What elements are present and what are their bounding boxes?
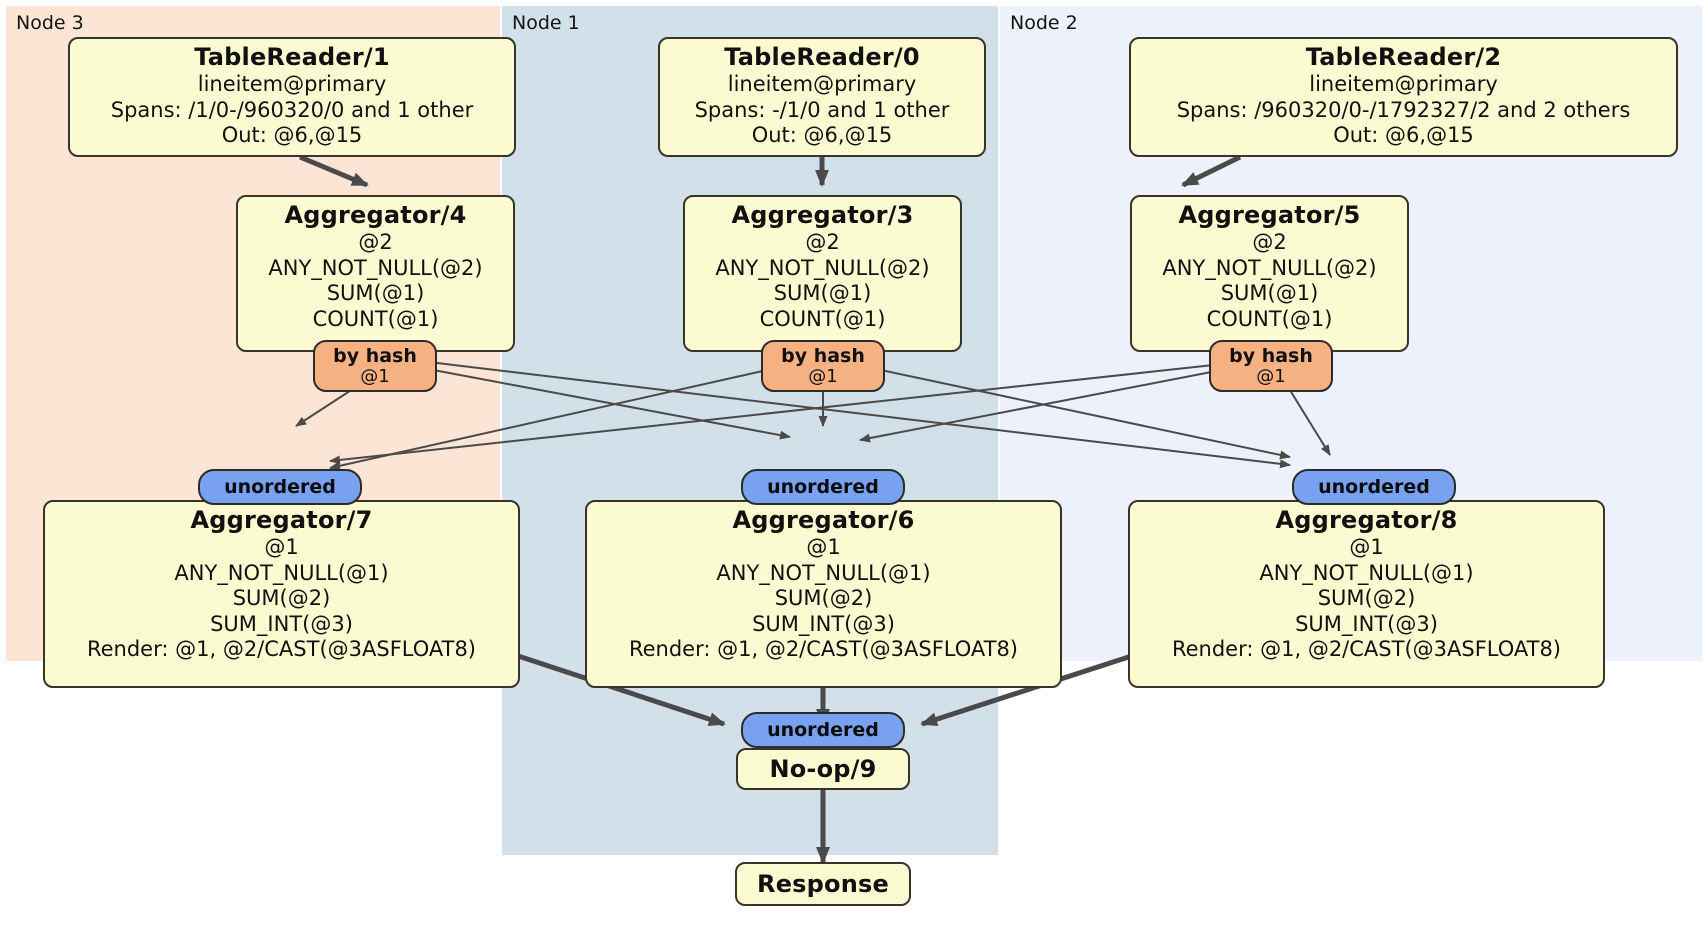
processor-line: COUNT(@1) bbox=[1206, 306, 1333, 331]
processor-line: ANY_NOT_NULL(@2) bbox=[715, 255, 930, 280]
processor-line: ANY_NOT_NULL(@1) bbox=[174, 560, 389, 585]
router-label: by hash bbox=[781, 344, 865, 367]
router-column: @1 bbox=[808, 365, 838, 387]
synchronizer-label: unordered bbox=[1318, 475, 1430, 498]
processor-line: @1 bbox=[1349, 535, 1384, 559]
processor-table-reader-1[interactable]: TableReader/1 lineitem@primary Spans: /1… bbox=[68, 37, 516, 157]
processor-line: ANY_NOT_NULL(@1) bbox=[1259, 560, 1474, 585]
processor-title: Aggregator/8 bbox=[1275, 506, 1458, 534]
processor-line: Spans: /1/0-/960320/0 and 1 other bbox=[110, 97, 474, 122]
processor-response[interactable]: Response bbox=[735, 862, 911, 906]
router-label: by hash bbox=[1229, 344, 1313, 367]
processor-line: lineitem@primary bbox=[197, 72, 387, 96]
processor-title: Aggregator/6 bbox=[732, 506, 915, 534]
synchronizer-unordered-center[interactable]: unordered bbox=[741, 469, 905, 505]
processor-line: SUM(@2) bbox=[1317, 586, 1416, 610]
processor-aggregator-5[interactable]: Aggregator/5 @2 ANY_NOT_NULL(@2) SUM(@1)… bbox=[1130, 195, 1409, 352]
processor-line: SUM(@2) bbox=[232, 586, 331, 610]
processor-line: SUM_INT(@3) bbox=[752, 611, 895, 636]
processor-title: TableReader/1 bbox=[194, 43, 390, 71]
processor-title: Aggregator/7 bbox=[190, 506, 373, 534]
processor-line: SUM_INT(@3) bbox=[210, 611, 353, 636]
processor-aggregator-6[interactable]: Aggregator/6 @1 ANY_NOT_NULL(@1) SUM(@2)… bbox=[585, 500, 1062, 688]
processor-line: SUM(@1) bbox=[773, 281, 872, 305]
processor-line: COUNT(@1) bbox=[759, 306, 886, 331]
processor-line: ANY_NOT_NULL(@2) bbox=[268, 255, 483, 280]
processor-title: Aggregator/4 bbox=[284, 201, 467, 229]
processor-line: Out: @6,@15 bbox=[221, 123, 363, 147]
processor-title: Aggregator/3 bbox=[731, 201, 914, 229]
processor-line: SUM(@1) bbox=[326, 281, 425, 305]
processor-line: SUM_INT(@3) bbox=[1295, 611, 1438, 636]
synchronizer-unordered-right[interactable]: unordered bbox=[1292, 469, 1456, 505]
synchronizer-unordered-left[interactable]: unordered bbox=[198, 469, 362, 505]
processor-line: Render: @1, @2/CAST(@3ASFLOAT8) bbox=[86, 637, 477, 661]
processor-line: ANY_NOT_NULL(@2) bbox=[1162, 255, 1377, 280]
router-column: @1 bbox=[360, 365, 390, 387]
processor-line: Spans: -/1/0 and 1 other bbox=[694, 97, 950, 122]
processor-line: Spans: /960320/0-/1792327/2 and 2 others bbox=[1176, 97, 1631, 122]
processor-line: Render: @1, @2/CAST(@3ASFLOAT8) bbox=[628, 637, 1019, 661]
synchronizer-label: unordered bbox=[767, 475, 879, 498]
processor-line: @2 bbox=[358, 230, 393, 254]
processor-line: ANY_NOT_NULL(@1) bbox=[716, 560, 931, 585]
processor-title: Aggregator/5 bbox=[1178, 201, 1361, 229]
node-panel-label-node3: Node 3 bbox=[16, 12, 84, 34]
processor-line: Out: @6,@15 bbox=[1333, 123, 1474, 147]
router-by-hash-center[interactable]: by hash @1 bbox=[761, 340, 885, 392]
processor-line: lineitem@primary bbox=[1309, 72, 1498, 96]
processor-line: SUM(@2) bbox=[774, 586, 873, 610]
processor-line: Out: @6,@15 bbox=[751, 123, 893, 147]
router-by-hash-left[interactable]: by hash @1 bbox=[313, 340, 437, 392]
node-panel-label-node1: Node 1 bbox=[512, 12, 580, 34]
processor-line: @2 bbox=[1252, 230, 1287, 254]
processor-line: SUM(@1) bbox=[1220, 281, 1319, 305]
processor-aggregator-7[interactable]: Aggregator/7 @1 ANY_NOT_NULL(@1) SUM(@2)… bbox=[43, 500, 520, 688]
synchronizer-label: unordered bbox=[767, 718, 879, 741]
processor-line: @1 bbox=[264, 535, 299, 559]
router-label: by hash bbox=[333, 344, 417, 367]
processor-aggregator-3[interactable]: Aggregator/3 @2 ANY_NOT_NULL(@2) SUM(@1)… bbox=[683, 195, 962, 352]
processor-line: @1 bbox=[806, 535, 841, 559]
processor-line: COUNT(@1) bbox=[312, 306, 439, 331]
processor-line: lineitem@primary bbox=[727, 72, 917, 96]
processor-table-reader-2[interactable]: TableReader/2 lineitem@primary Spans: /9… bbox=[1129, 37, 1678, 157]
processor-line: Render: @1, @2/CAST(@3ASFLOAT8) bbox=[1171, 637, 1562, 661]
processor-title: Response bbox=[757, 869, 889, 898]
processor-line: @2 bbox=[805, 230, 840, 254]
processor-title: TableReader/0 bbox=[724, 43, 920, 71]
router-column: @1 bbox=[1256, 365, 1286, 387]
processor-aggregator-8[interactable]: Aggregator/8 @1 ANY_NOT_NULL(@1) SUM(@2)… bbox=[1128, 500, 1605, 688]
node-panel-label-node2: Node 2 bbox=[1010, 12, 1078, 34]
synchronizer-label: unordered bbox=[224, 475, 336, 498]
processor-title: No-op/9 bbox=[769, 754, 877, 783]
processor-table-reader-0[interactable]: TableReader/0 lineitem@primary Spans: -/… bbox=[658, 37, 986, 157]
router-by-hash-right[interactable]: by hash @1 bbox=[1209, 340, 1333, 392]
synchronizer-unordered-final[interactable]: unordered bbox=[741, 712, 905, 748]
processor-no-op-9[interactable]: No-op/9 bbox=[736, 748, 910, 790]
processor-aggregator-4[interactable]: Aggregator/4 @2 ANY_NOT_NULL(@2) SUM(@1)… bbox=[236, 195, 515, 352]
processor-title: TableReader/2 bbox=[1305, 43, 1502, 71]
